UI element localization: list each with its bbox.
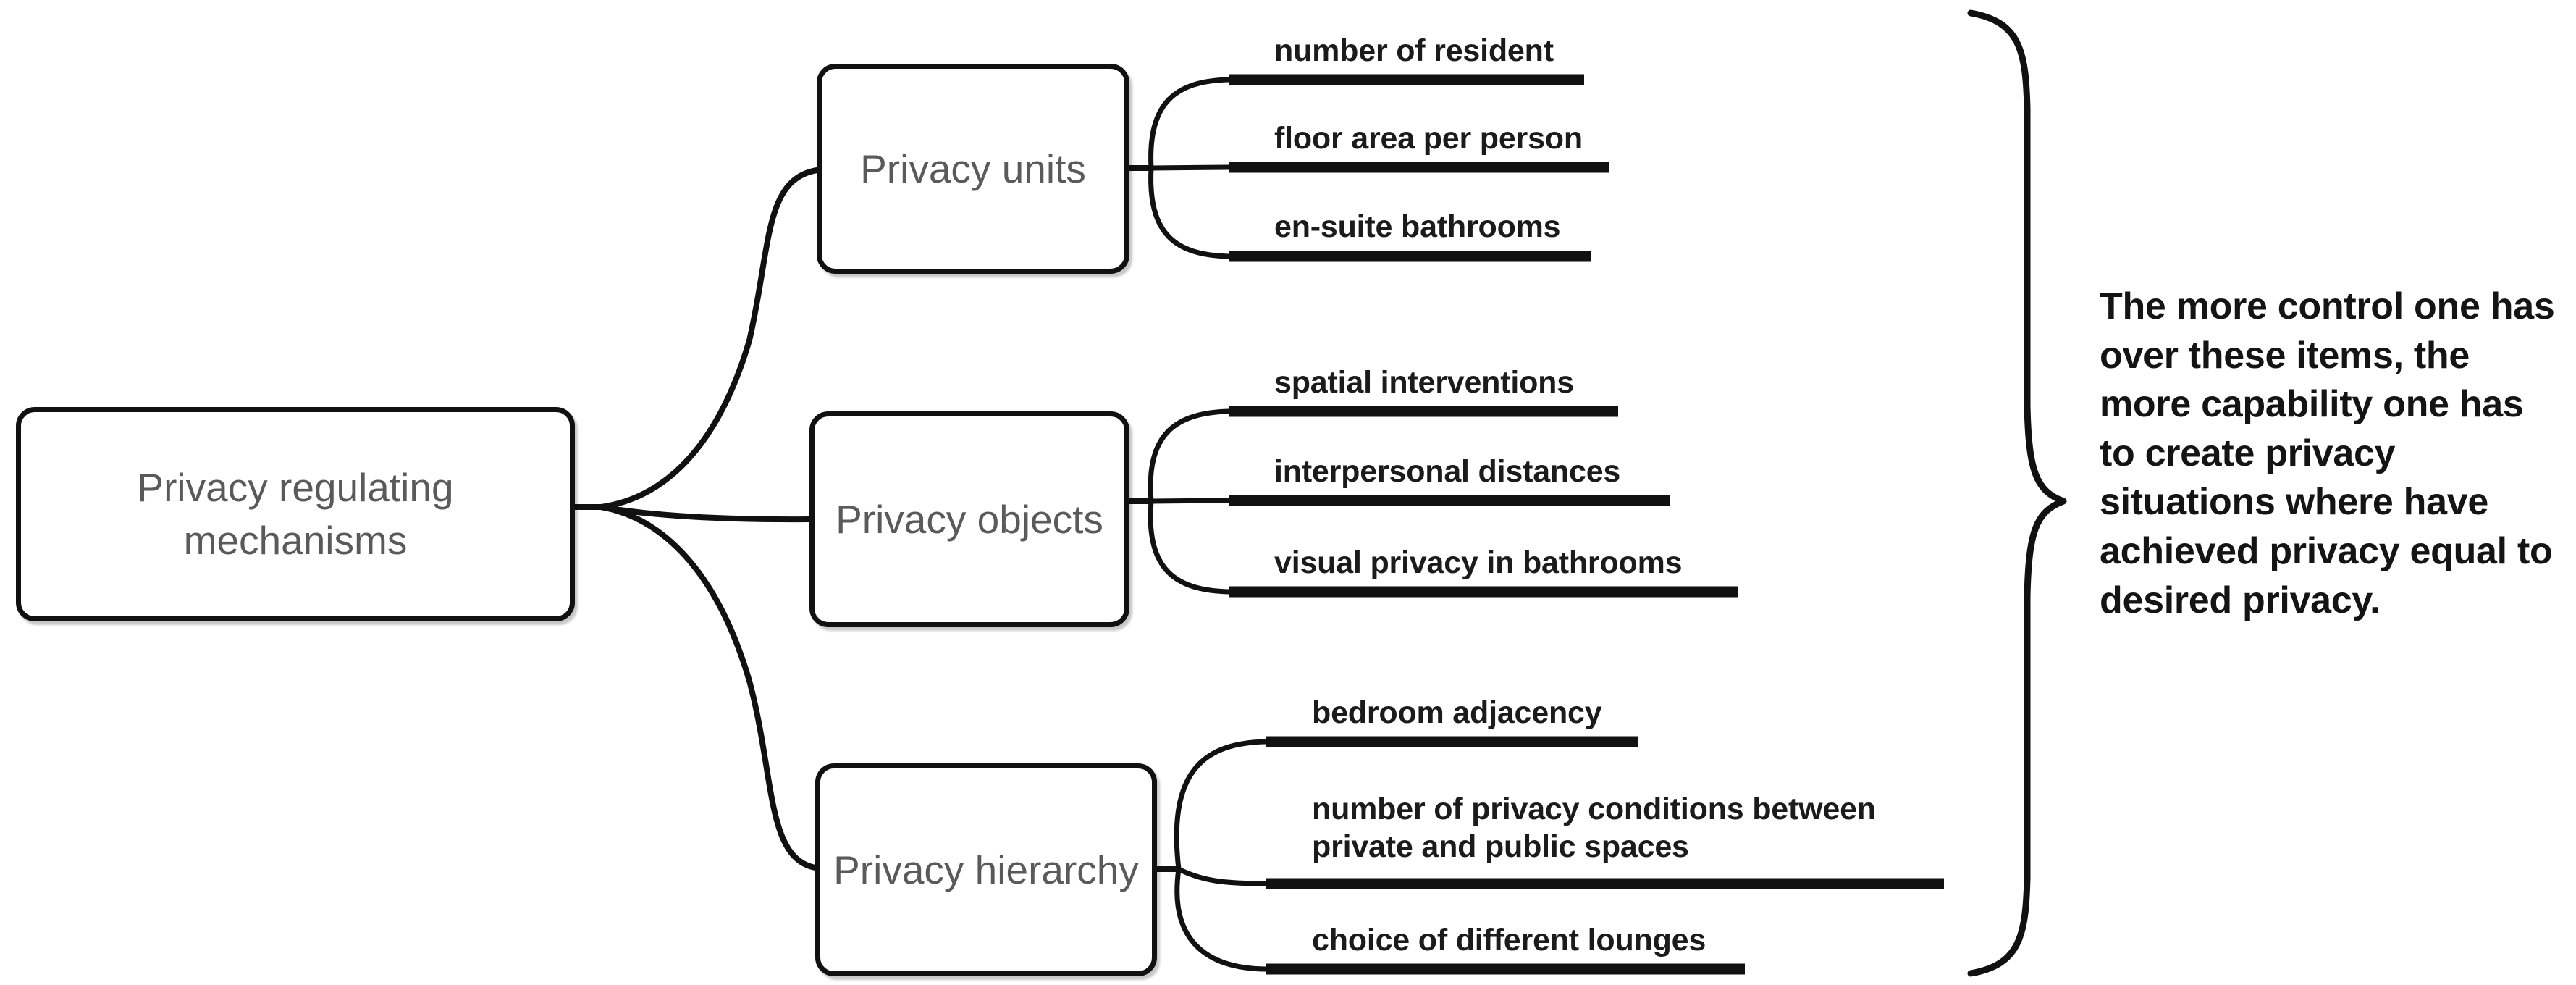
leaf-bedroom-adjacency: bedroom adjacency (1312, 695, 1602, 730)
connector-hierarchy-item-1 (1174, 739, 1268, 872)
connector-units-item-2 (1148, 164, 1232, 171)
leaf-spatial-interventions: spatial interventions (1274, 365, 1574, 400)
connector-units-item-1 (1148, 77, 1232, 171)
connector-root-to-privacy-units (598, 167, 820, 510)
connector-hierarchy-item-3 (1174, 866, 1268, 972)
summary-brace (1967, 9, 2067, 977)
connector-units-item-3 (1148, 165, 1232, 259)
node-privacy-objects-label: Privacy objects (835, 496, 1103, 542)
node-root-label: Privacy regulating mechanisms (137, 465, 454, 563)
node-privacy-units[interactable]: Privacy units (817, 64, 1129, 274)
node-privacy-units-label: Privacy units (860, 146, 1086, 191)
node-privacy-hierarchy[interactable]: Privacy hierarchy (815, 763, 1157, 976)
leaf-number-of-privacy-conditions: number of privacy conditions between pri… (1312, 792, 1876, 864)
leaf-interpersonal-distances: interpersonal distances (1274, 454, 1621, 489)
leaf-en-suite-bathrooms: en-suite bathrooms (1274, 209, 1561, 244)
leaf-floor-area-per-person: floor area per person (1274, 121, 1583, 156)
leaf-choice-of-different-lounges: choice of different lounges (1312, 923, 1706, 957)
connector-root-to-privacy-hierarchy (598, 504, 818, 871)
connector-objects-item-3 (1148, 498, 1232, 595)
node-privacy-regulating-mechanisms[interactable]: Privacy regulating mechanisms (16, 407, 575, 621)
node-privacy-objects[interactable]: Privacy objects (809, 411, 1129, 627)
connector-objects-item-2 (1148, 498, 1232, 504)
leaf-visual-privacy-in-bathrooms: visual privacy in bathrooms (1274, 545, 1683, 580)
connector-hierarchy-item-2 (1176, 866, 1268, 886)
summary-annotation: The more control one has over these item… (2100, 285, 2555, 621)
leaf-number-of-resident: number of resident (1274, 33, 1554, 68)
connector-objects-item-1 (1148, 408, 1232, 504)
node-privacy-hierarchy-label: Privacy hierarchy (833, 847, 1139, 892)
